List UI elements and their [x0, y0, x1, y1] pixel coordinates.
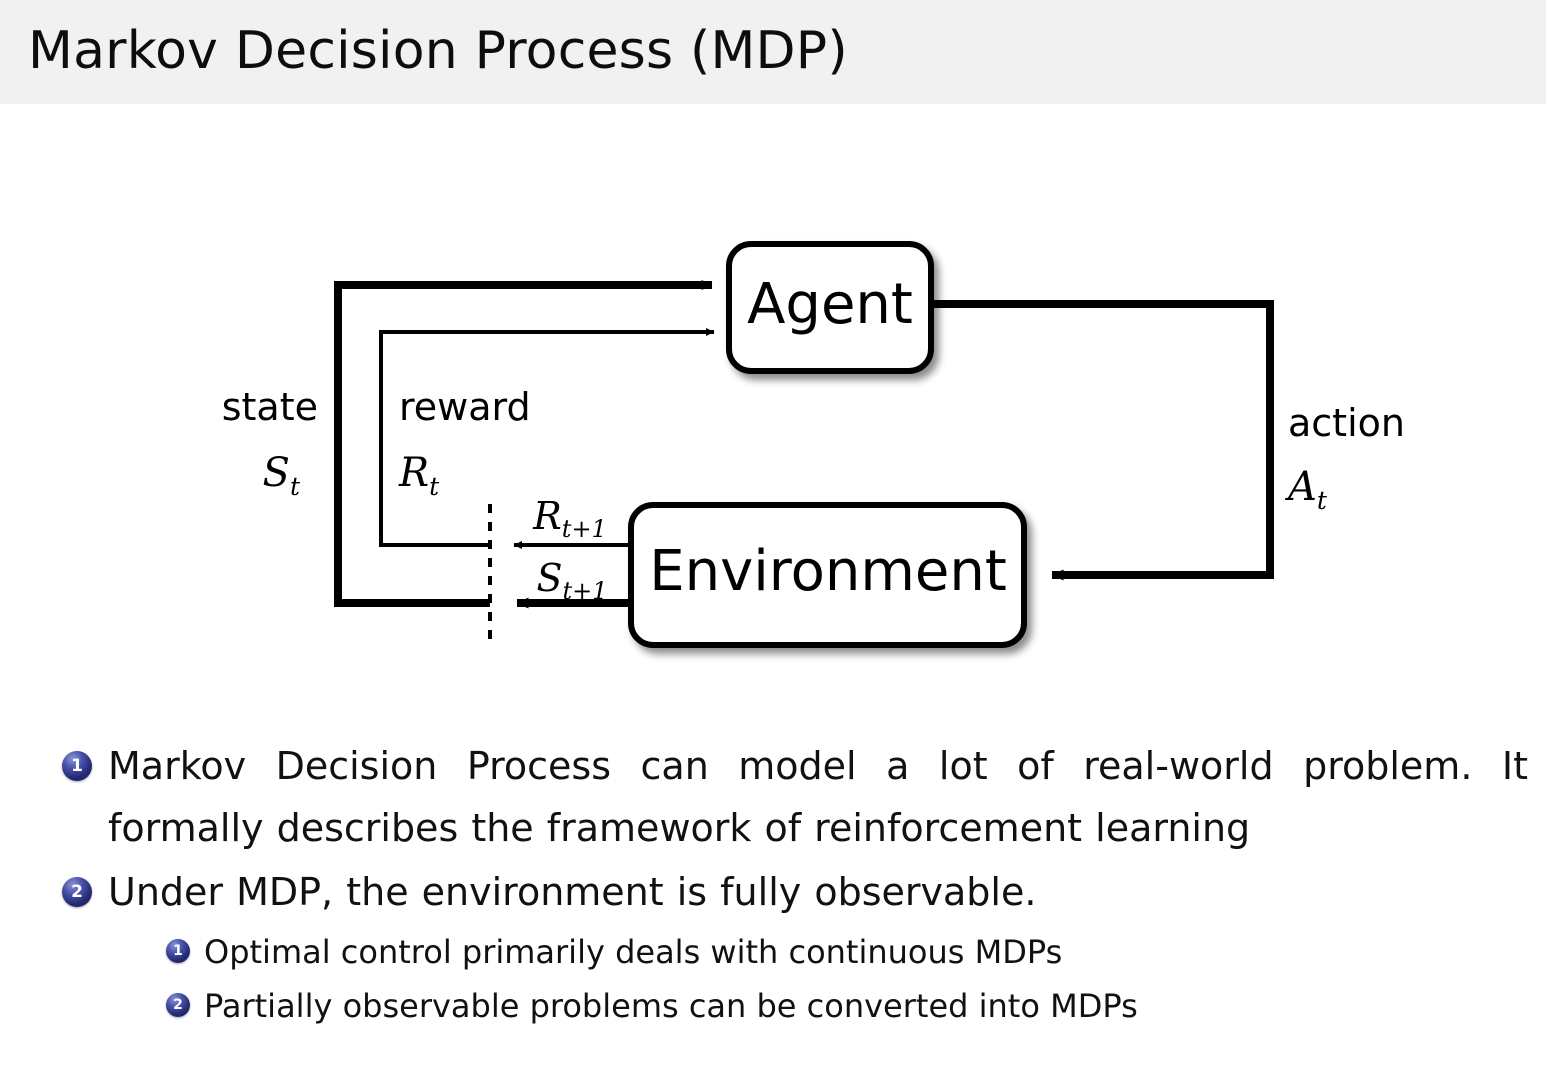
edge-state-to-agent — [334, 280, 713, 607]
edge-action-to-environment — [931, 300, 1274, 581]
label-next-state-symbol: St+1 — [536, 556, 607, 605]
bullet-text-2: Under MDP, the environment is fully obse… — [108, 870, 1037, 914]
label-state-symbol: St — [263, 450, 301, 501]
label-action-word: action — [1288, 401, 1405, 445]
sub-bullet-text-2: Partially observable problems can be con… — [204, 987, 1138, 1025]
sub-bullet-text-1: Optimal control primarily deals with con… — [204, 933, 1063, 971]
label-state: state St — [222, 385, 318, 501]
bullet-marker-1: 1 — [62, 751, 92, 781]
bullet-list: 1 Markov Decision Process can model a lo… — [0, 735, 1546, 1033]
slide-header-band: Markov Decision Process (MDP) — [0, 0, 1546, 104]
sub-bullet-marker-1: 1 — [166, 939, 190, 963]
list-item: 2 Under MDP, the environment is fully ob… — [0, 861, 1546, 923]
sub-bullet-marker-2: 2 — [166, 993, 190, 1017]
label-reward-symbol: Rt — [398, 450, 440, 501]
list-item: 1 Optimal control primarily deals with c… — [0, 925, 1546, 979]
list-item: 1 Markov Decision Process can model a lo… — [0, 735, 1546, 859]
label-reward: reward Rt — [398, 385, 531, 501]
bullet-marker-2: 2 — [62, 877, 92, 907]
label-action-symbol: At — [1284, 464, 1328, 515]
label-state-word: state — [222, 385, 318, 429]
label-action: action At — [1284, 401, 1405, 515]
diagram-node-environment-label: Environment — [649, 539, 1007, 604]
page-title: Markov Decision Process (MDP) — [28, 21, 848, 81]
label-next-reward-symbol: Rt+1 — [532, 494, 607, 543]
diagram-node-environment: Environment — [628, 502, 1027, 648]
list-item: 2 Partially observable problems can be c… — [0, 979, 1546, 1033]
edge-reward-to-agent — [379, 328, 715, 547]
diagram-node-agent: Agent — [726, 241, 934, 374]
bullet-text-1: Markov Decision Process can model a lot … — [108, 744, 1528, 850]
diagram-node-agent-label: Agent — [747, 272, 913, 337]
label-reward-word: reward — [399, 385, 531, 429]
mdp-diagram: Agent Environment state St reward Rt — [0, 104, 1546, 704]
